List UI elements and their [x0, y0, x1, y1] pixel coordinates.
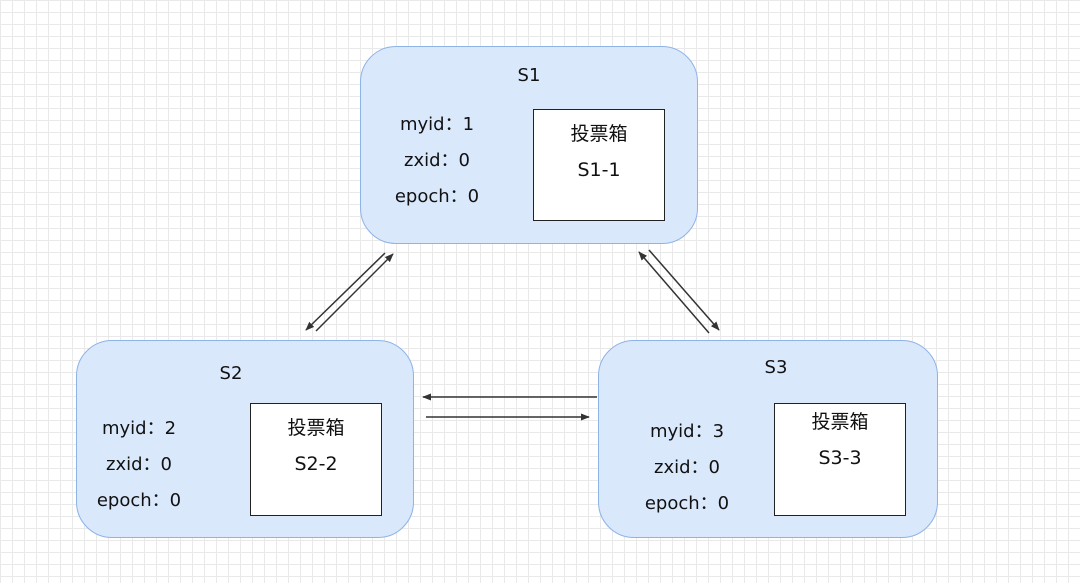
myid-field: myid：1	[399, 114, 475, 135]
server-fields: myid：3 zxid：0 epoch：0	[627, 414, 747, 522]
epoch-field: epoch：0	[394, 186, 480, 207]
myid-field: myid：2	[101, 418, 177, 439]
ballot-vote: S1-1	[577, 159, 621, 181]
zxid-field: zxid：0	[654, 457, 720, 478]
epoch-field: epoch：0	[96, 490, 182, 511]
ballot-box: 投票箱 S1-1	[533, 109, 665, 221]
arrow-s2-to-s1	[315, 253, 394, 332]
myid-field: myid：3	[649, 421, 725, 442]
ballot-box-label: 投票箱	[287, 417, 345, 439]
server-fields: myid：1 zxid：0 epoch：0	[377, 107, 497, 215]
server-title: S3	[764, 357, 788, 378]
arrow-s1-to-s3	[648, 249, 720, 331]
ballot-vote: S3-3	[818, 447, 862, 469]
server-title: S1	[517, 65, 541, 86]
ballot-box-label: 投票箱	[811, 411, 869, 433]
server-node-s3: S3 myid：3 zxid：0 epoch：0 投票箱 S3-3	[598, 340, 938, 538]
ballot-box: 投票箱 S3-3	[774, 403, 906, 516]
server-node-s2: S2 myid：2 zxid：0 epoch：0 投票箱 S2-2	[76, 340, 414, 538]
ballot-box-label: 投票箱	[570, 123, 628, 145]
arrow-s1-to-s2	[305, 252, 386, 331]
ballot-vote: S2-2	[294, 453, 338, 475]
ballot-box: 投票箱 S2-2	[250, 403, 382, 516]
server-fields: myid：2 zxid：0 epoch：0	[79, 411, 199, 519]
server-title: S2	[219, 363, 243, 384]
server-node-s1: S1 myid：1 zxid：0 epoch：0 投票箱 S1-1	[360, 46, 698, 244]
arrow-s3-to-s1	[638, 251, 710, 334]
epoch-field: epoch：0	[644, 493, 730, 514]
zxid-field: zxid：0	[404, 150, 470, 171]
zxid-field: zxid：0	[106, 454, 172, 475]
